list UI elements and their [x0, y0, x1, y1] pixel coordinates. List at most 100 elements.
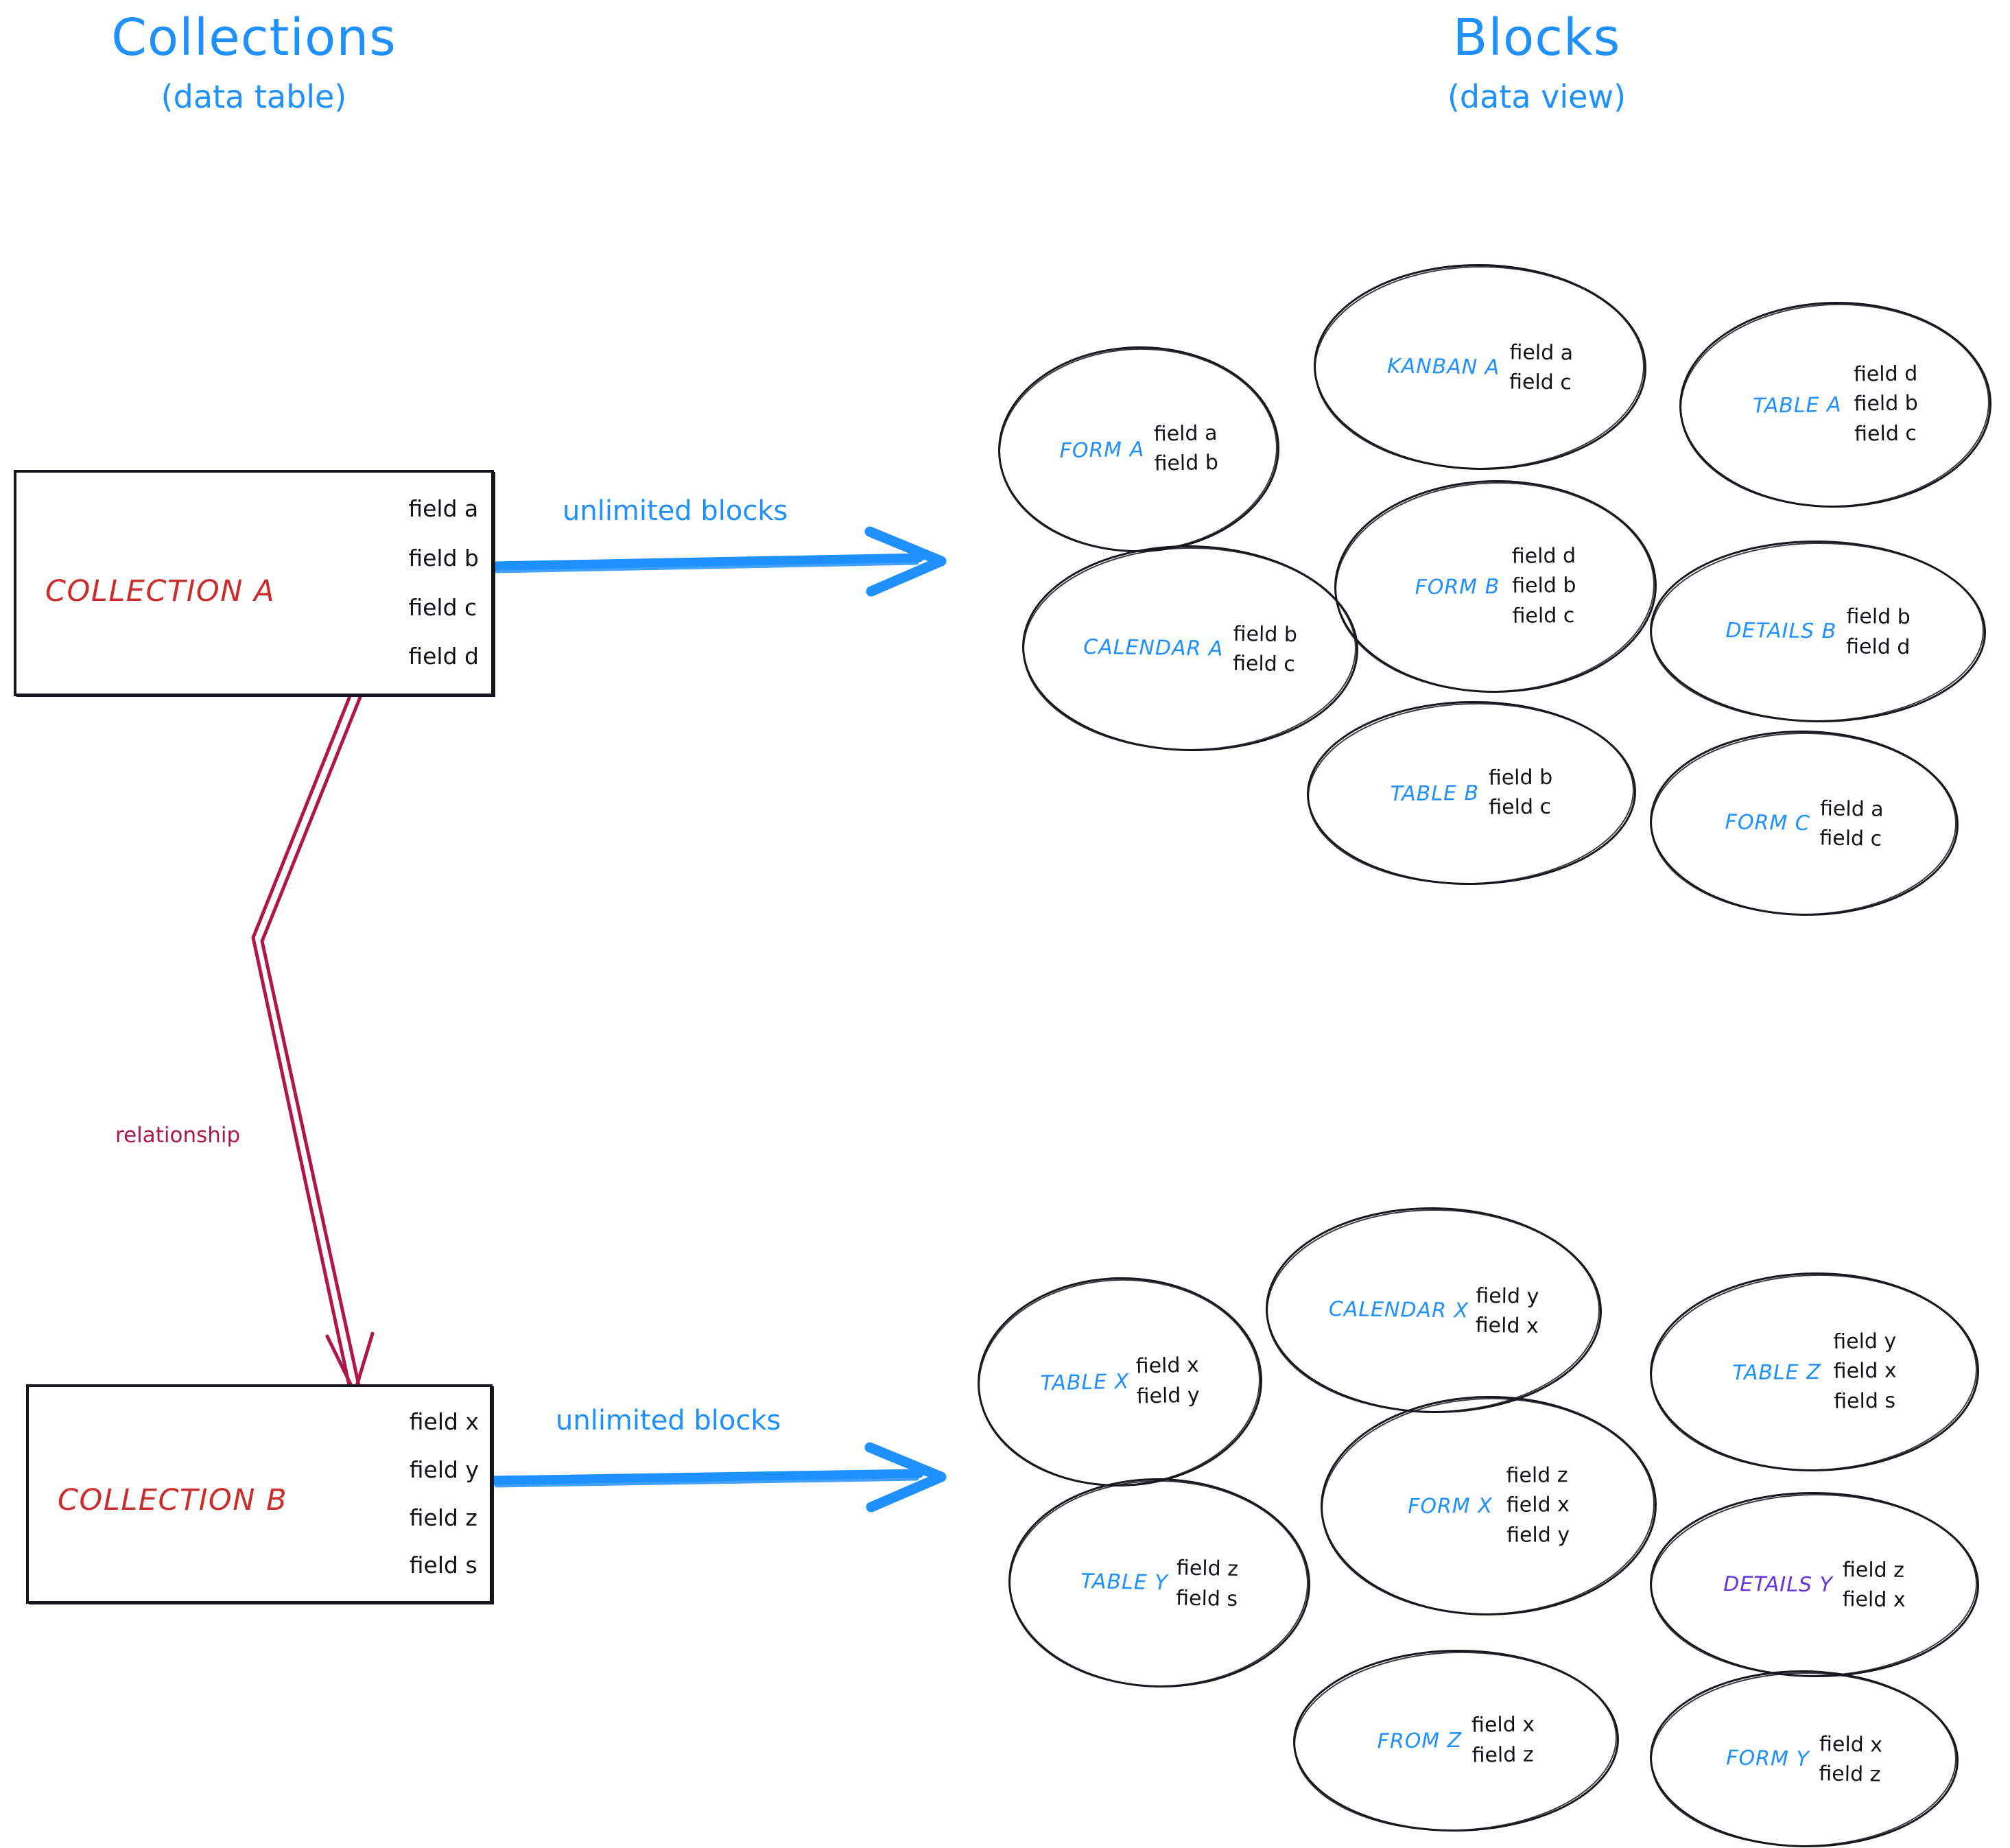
- block-label: TABLE Y: [1080, 1569, 1168, 1596]
- block-field: field x: [1833, 1358, 1897, 1384]
- block-fields: field y field x field s: [1833, 1329, 1897, 1414]
- block-fields: field z field x field y: [1506, 1462, 1570, 1548]
- block-label: FORM Y: [1726, 1745, 1810, 1771]
- collection-a-field: field b: [408, 545, 479, 572]
- block-label: CALENDAR A: [1083, 635, 1224, 661]
- collections-title: Collections: [111, 8, 397, 67]
- block-field: field a: [1509, 340, 1574, 365]
- arrow-label-collection-a: unlimited blocks: [563, 495, 788, 527]
- collection-b-name: COLLECTION B: [58, 1483, 288, 1517]
- block-field: field a: [1819, 796, 1884, 822]
- block-field: field c: [1489, 794, 1552, 820]
- block-details-y[interactable]: DETAILS Y field z field x: [1649, 1491, 1980, 1679]
- block-field: field z: [1842, 1557, 1905, 1583]
- arrow-label-collection-b: unlimited blocks: [556, 1405, 781, 1436]
- block-field: field x: [1471, 1712, 1535, 1738]
- block-label: TABLE Z: [1732, 1360, 1821, 1385]
- arrow-collection-b-to-blocks: [489, 1442, 947, 1513]
- block-details-b[interactable]: DETAILS B field b field d: [1648, 538, 1987, 724]
- collections-heading: Collections (data table): [41, 12, 466, 115]
- relationship-connector: [251, 677, 375, 1395]
- block-label: FROM Z: [1377, 1728, 1463, 1754]
- block-field: field z: [1819, 1762, 1881, 1787]
- block-table-b[interactable]: TABLE B field b field c: [1304, 698, 1637, 890]
- block-field: field c: [1509, 370, 1572, 395]
- block-label: TABLE B: [1390, 781, 1480, 806]
- block-field: field s: [1833, 1388, 1896, 1414]
- block-table-y[interactable]: TABLE Y field z field s: [1006, 1476, 1312, 1690]
- block-field: field x: [1842, 1587, 1906, 1612]
- block-field: field b: [1233, 621, 1298, 647]
- collection-b-field: field z: [409, 1504, 477, 1531]
- block-table-z[interactable]: TABLE Z field y field x field s: [1647, 1269, 1981, 1476]
- block-field: field x: [1135, 1353, 1200, 1379]
- block-field: field x: [1819, 1731, 1883, 1757]
- block-fields: field x field y: [1135, 1353, 1201, 1408]
- collection-b-box[interactable]: COLLECTION B field x field y field z fie…: [26, 1384, 493, 1604]
- block-label: FORM B: [1415, 574, 1500, 600]
- block-fields: field d field b field c: [1511, 543, 1576, 628]
- block-field: field b: [1846, 604, 1911, 630]
- block-fields: field y field x: [1476, 1283, 1539, 1338]
- block-form-b[interactable]: FORM B field d field b field c: [1332, 477, 1658, 697]
- block-field: field y: [1833, 1329, 1897, 1354]
- block-field: field y: [1136, 1383, 1201, 1408]
- block-from-z[interactable]: FROM Z field x field z: [1290, 1646, 1620, 1836]
- block-fields: field a field b: [1153, 420, 1219, 476]
- block-field: field b: [1512, 573, 1576, 599]
- collections-subtitle: (data table): [161, 78, 347, 115]
- block-label: DETAILS Y: [1723, 1572, 1833, 1597]
- block-field: field z: [1506, 1462, 1568, 1488]
- block-form-x[interactable]: FORM X field z field x field y: [1318, 1393, 1658, 1620]
- blocks-title: Blocks: [1452, 8, 1621, 67]
- collection-a-fields: field a field b field c field d: [408, 473, 479, 694]
- block-fields: field a field c: [1509, 340, 1574, 395]
- arrow-collection-a-to-blocks: [489, 526, 947, 597]
- collection-a-box[interactable]: COLLECTION A field a field b field c fie…: [14, 470, 494, 696]
- block-fields: field a field c: [1819, 796, 1884, 851]
- block-label: FORM X: [1408, 1493, 1493, 1519]
- block-field: field y: [1506, 1522, 1570, 1548]
- collection-a-name: COLLECTION A: [45, 574, 276, 608]
- block-field: field x: [1506, 1493, 1570, 1518]
- block-field: field z: [1176, 1556, 1239, 1582]
- collection-b-field: field y: [409, 1456, 479, 1484]
- block-table-x[interactable]: TABLE X field x field y: [973, 1273, 1265, 1492]
- block-field: field b: [1154, 450, 1219, 476]
- block-fields: field d field b field c: [1853, 362, 1919, 447]
- block-field: field d: [1853, 362, 1918, 387]
- collection-b-fields: field x field y field z field s: [410, 1387, 479, 1601]
- block-label: CALENDAR X: [1328, 1296, 1469, 1323]
- collection-a-field: field d: [408, 643, 479, 670]
- block-field: field d: [1511, 543, 1576, 569]
- block-field: field b: [1488, 765, 1553, 790]
- collection-b-field: field s: [409, 1552, 477, 1579]
- blocks-subtitle: (data view): [1447, 78, 1627, 115]
- block-form-y[interactable]: FORM Y field x field z: [1648, 1668, 1960, 1848]
- block-label: TABLE X: [1040, 1369, 1130, 1396]
- block-field: field s: [1175, 1585, 1238, 1611]
- block-form-a[interactable]: FORM A field a field b: [995, 343, 1281, 557]
- block-label: FORM A: [1059, 437, 1145, 463]
- block-field: field z: [1471, 1742, 1534, 1768]
- block-fields: field x field z: [1471, 1712, 1535, 1768]
- block-field: field a: [1153, 420, 1218, 447]
- block-fields: field z field s: [1175, 1556, 1239, 1611]
- collection-a-field: field a: [408, 495, 479, 523]
- block-calendar-x[interactable]: CALENDAR X field y field x: [1264, 1205, 1603, 1415]
- collection-a-field: field c: [408, 593, 477, 621]
- block-kanban-a[interactable]: KANBAN A field a field c: [1312, 262, 1648, 472]
- block-form-c[interactable]: FORM C field a field c: [1648, 728, 1961, 919]
- block-fields: field x field z: [1819, 1731, 1883, 1787]
- block-field: field c: [1232, 651, 1296, 677]
- block-field: field d: [1845, 634, 1911, 659]
- block-table-a[interactable]: TABLE A field d field b field c: [1676, 298, 1994, 512]
- block-label: FORM C: [1725, 809, 1810, 836]
- collection-b-field: field x: [409, 1408, 479, 1436]
- block-field: field c: [1819, 826, 1882, 851]
- block-field: field c: [1854, 421, 1917, 447]
- block-label: TABLE A: [1752, 392, 1842, 418]
- block-field: field b: [1854, 391, 1919, 416]
- block-fields: field b field c: [1488, 765, 1553, 820]
